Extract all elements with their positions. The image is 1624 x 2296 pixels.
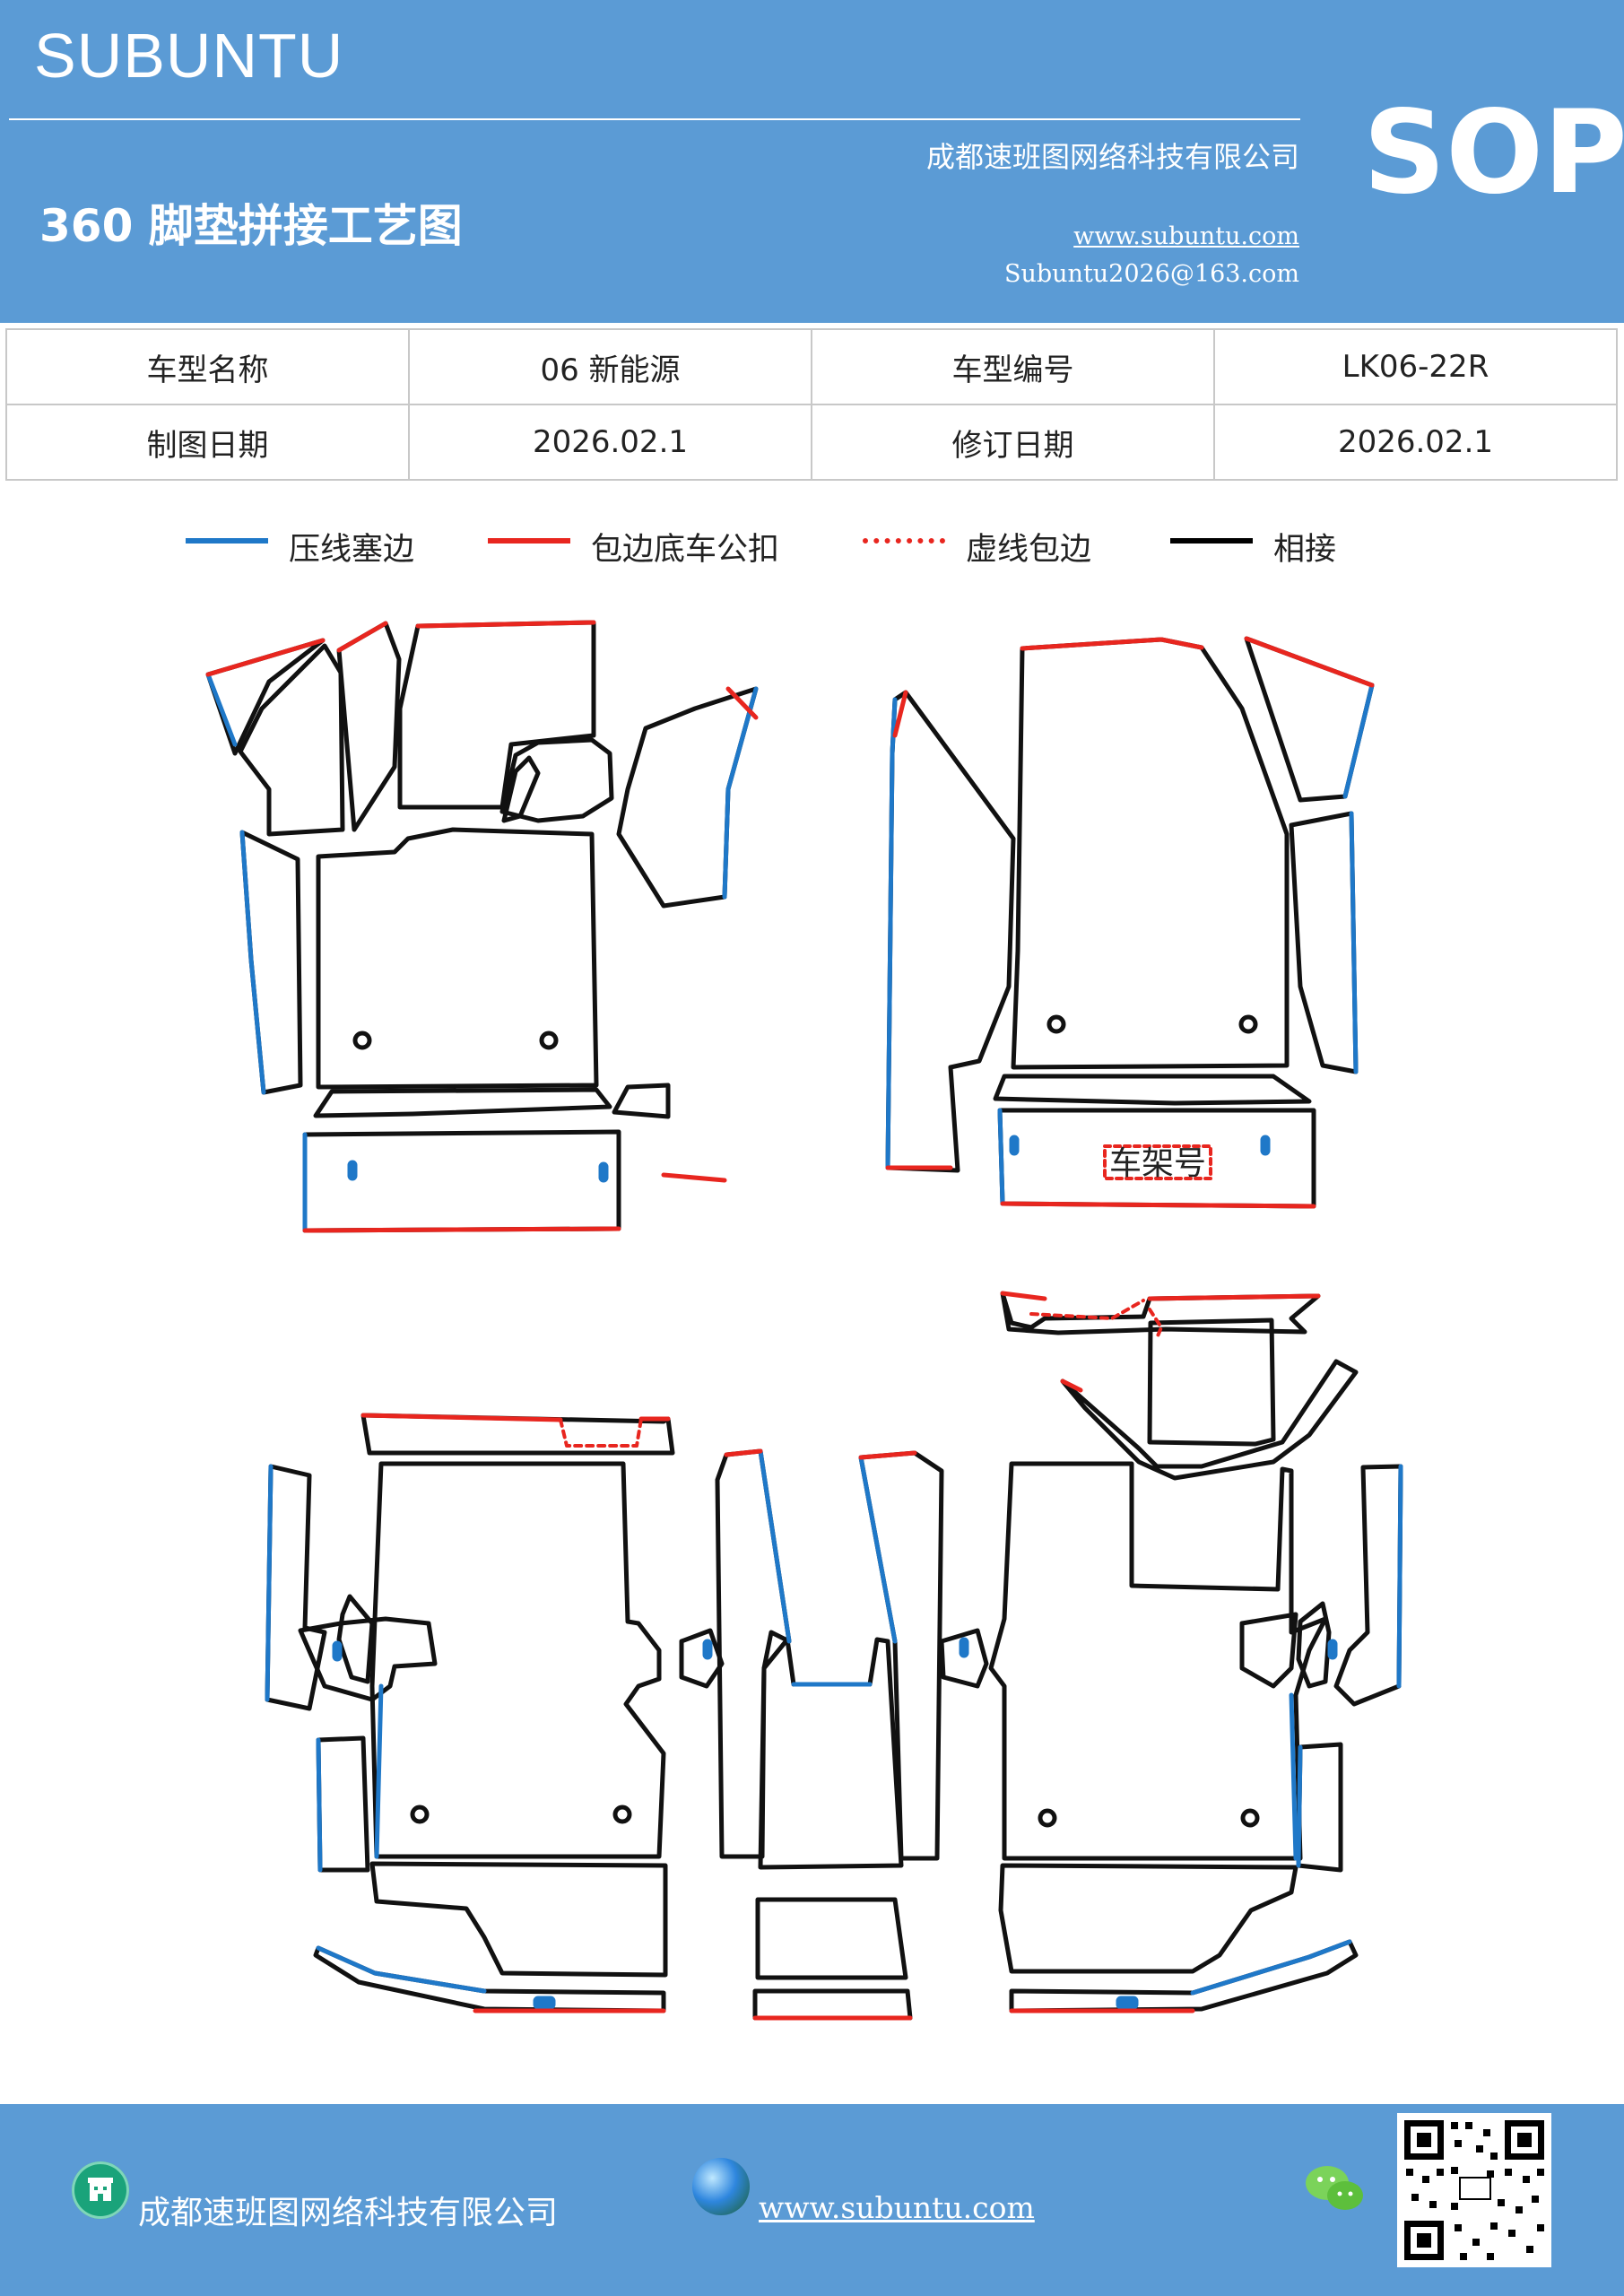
mat-piece: [360, 1413, 675, 1456]
press-lines-front: [205, 672, 1375, 1233]
fixing-hole: [352, 1031, 372, 1050]
table-row: 制图日期 2026.02.1 修订日期 2026.02.1: [5, 404, 1618, 481]
fixing-hole: [1240, 1808, 1260, 1828]
header-company: 成都速班图网络科技有限公司: [925, 140, 1299, 174]
model-name-label: 车型名称: [5, 328, 410, 405]
fixing-hole: [1038, 1808, 1057, 1828]
model-name-value: 06 新能源: [408, 328, 812, 405]
seat-bracket: [298, 1616, 438, 1702]
draw-date-label: 制图日期: [5, 404, 410, 481]
mat-piece: [316, 1735, 370, 1873]
table-row: 车型名称 06 新能源 车型编号 LK06-22R: [5, 328, 1618, 405]
rear-row-pieces: [265, 1291, 1403, 2021]
dashed-wrap-edges-rear: [559, 1299, 1163, 1448]
globe-icon: [692, 2158, 750, 2215]
wrap-edges-front: [205, 620, 1375, 1233]
mat-piece: [316, 827, 599, 1090]
mat-piece: [1011, 637, 1290, 1070]
mat-piece: [758, 1637, 904, 1870]
legend-blue-line-icon: [186, 538, 268, 544]
legend-label: 相接: [1273, 532, 1337, 568]
mat-piece: [616, 686, 759, 909]
revise-date-label: 修订日期: [811, 404, 1215, 481]
mat-piece: [752, 1988, 913, 2021]
draw-date-value: 2026.02.1: [408, 404, 812, 481]
mat-piece: [238, 643, 345, 837]
document-title: 360 脚垫拼接工艺图: [39, 200, 463, 252]
mat-piece: [993, 1074, 1312, 1106]
wrap-edges-rear: [360, 1291, 1321, 2021]
mat-piece: [501, 755, 541, 823]
mat-piece: [265, 1464, 327, 1711]
legend-label: 虚线包边: [966, 532, 1092, 568]
seat-bracket: [679, 1628, 725, 1689]
building-icon: [72, 2161, 129, 2219]
vehicle-info-table: 车型名称 06 新能源 车型编号 LK06-22R 制图日期 2026.02.1…: [5, 328, 1618, 481]
fixing-hole: [1238, 1014, 1258, 1034]
front-row-pieces: [205, 620, 1375, 1233]
fixing-hole: [410, 1805, 430, 1824]
header-divider: [9, 118, 1300, 120]
mat-piece: [313, 1087, 612, 1118]
fixing-hole: [612, 1805, 632, 1824]
fixing-hole: [539, 1031, 559, 1050]
press-lines-rear: [265, 1448, 1403, 2010]
mat-piece: [612, 1083, 671, 1119]
header-email: Subuntu2026@163.com: [1004, 260, 1299, 288]
model-code-label: 车型编号: [811, 328, 1215, 405]
revise-date-value: 2026.02.1: [1213, 404, 1618, 481]
mat-piece: [1009, 1939, 1359, 2013]
header-website-link[interactable]: www.subuntu.com: [1073, 222, 1299, 250]
mat-piece: [755, 1897, 908, 1980]
mat-piece: [1289, 811, 1359, 1074]
mat-piece: [369, 1861, 668, 1978]
mat-piece: [397, 620, 596, 810]
mat-piece: [1060, 1359, 1359, 1481]
mat-piece: [1296, 1742, 1343, 1873]
legend-red-line-icon: [488, 538, 570, 544]
footer-company: 成都速班图网络科技有限公司: [138, 2195, 559, 2231]
mat-piece: [988, 1461, 1328, 1861]
footer-website-link[interactable]: www.subuntu.com: [759, 2190, 1035, 2225]
seat-bracket: [1296, 1601, 1332, 1689]
model-code-value: LK06-22R: [1213, 328, 1618, 405]
qr-code: [1397, 2113, 1551, 2267]
mat-piece: [1147, 1318, 1276, 1447]
sop-badge: SOP: [1363, 86, 1624, 220]
legend-label: 压线塞边: [289, 532, 415, 568]
header-banner: SUBUNTU 360 脚垫拼接工艺图 成都速班图网络科技有限公司 www.su…: [0, 0, 1624, 323]
footer-banner: 成都速班图网络科技有限公司 www.subuntu.com: [0, 2104, 1624, 2296]
mat-piece: [1333, 1464, 1403, 1707]
mat-piece: [998, 1863, 1298, 1974]
frame-number-text: 车架号: [1109, 1145, 1206, 1182]
mat-piece: [369, 1461, 666, 1859]
seat-bracket: [939, 1628, 989, 1689]
wechat-icon[interactable]: [1304, 2161, 1367, 2215]
brand-name: SUBUNTU: [34, 21, 344, 91]
legend-label: 包边底车公扣: [591, 532, 780, 568]
seat-bracket: [1239, 1612, 1298, 1689]
legend-red-dashed-line-icon: [863, 538, 945, 544]
mat-piece: [499, 737, 614, 823]
mat-piece: [313, 1945, 666, 2013]
legend: 压线塞边 包边底车公扣 虚线包边 相接: [0, 524, 1624, 569]
mat-piece: [336, 621, 402, 832]
legend-black-line-icon: [1170, 538, 1253, 544]
mat-piece: [302, 1129, 621, 1233]
frame-number-label: 车架号: [1103, 1144, 1212, 1182]
seat-bracket: [336, 1594, 375, 1684]
fixing-hole: [1046, 1014, 1066, 1034]
